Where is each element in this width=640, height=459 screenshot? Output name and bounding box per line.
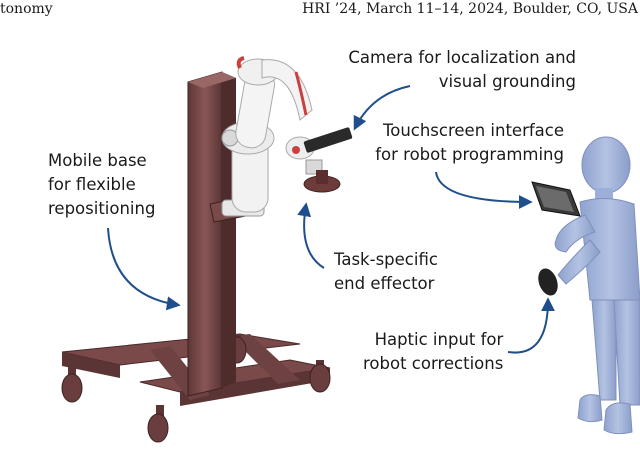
- running-header-right: HRI ’24, March 11–14, 2024, Boulder, CO,…: [302, 1, 638, 17]
- touchscreen-arrow: [435, 171, 533, 209]
- wheel: [309, 360, 331, 393]
- annotation-arrows: [107, 85, 555, 354]
- haptic-arrow: [507, 297, 555, 354]
- mobile-base-label: Mobile base for flexible repositioning: [48, 151, 156, 218]
- camera-arrow: [353, 85, 411, 131]
- touchscreen-label: Touchscreen interface for robot programm…: [375, 121, 564, 164]
- mobile-base-arrow: [107, 227, 181, 311]
- end-effector-arrow: [297, 202, 325, 269]
- haptic-label: Haptic input for robot corrections: [363, 330, 504, 373]
- end-effector-label: Task-specific end effector: [334, 250, 438, 293]
- robot-arm: [221, 56, 353, 217]
- wheel: [61, 366, 83, 403]
- camera-label: Camera for localization and visual groun…: [348, 48, 576, 91]
- mobile-base: [61, 71, 331, 443]
- running-header-left: tonomy: [0, 1, 53, 17]
- wheel: [147, 405, 169, 443]
- human-figure: [531, 136, 640, 435]
- haptic-device-icon: [538, 268, 558, 296]
